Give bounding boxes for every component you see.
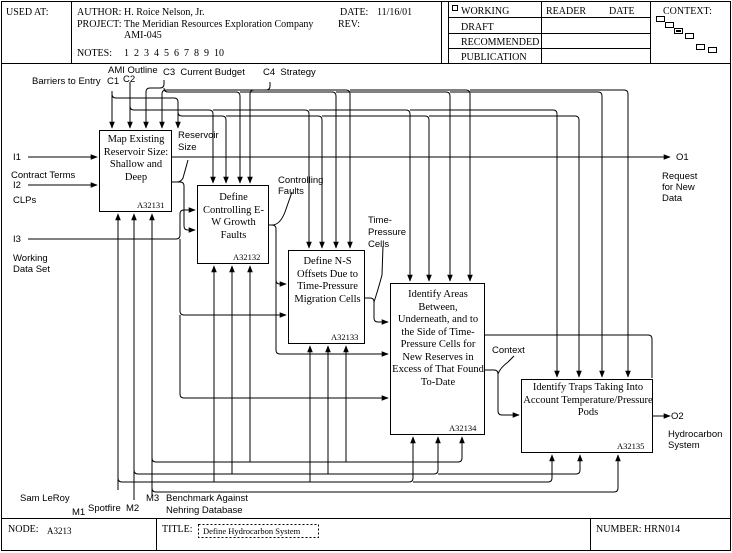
author-label: AUTHOR: — [77, 7, 122, 18]
status-draft: DRAFT — [461, 22, 494, 33]
project-label: PROJECT: — [77, 19, 122, 30]
box-a32133 — [288, 250, 365, 344]
status-working: WORKING — [461, 6, 510, 17]
c2-label: AMI Outline — [108, 65, 158, 76]
box-a32135-number: A32135 — [617, 441, 645, 451]
o1-label-line1: Request — [662, 171, 698, 182]
author-value: H. Roice Nelson, Jr. — [124, 7, 205, 18]
box-a32134 — [390, 283, 485, 435]
reservoir-size-line1: Reservoir — [178, 130, 219, 141]
diagram-title: Define Hydrocarbon System — [203, 526, 301, 536]
box-a32133-number: A32133 — [331, 332, 359, 342]
box-a32134-label: Identify Areas Between, Underneath, and … — [392, 289, 484, 388]
controlling-faults-line1: Controlling — [278, 175, 324, 186]
o2-label-line1: Hydrocarbon — [668, 429, 723, 440]
box-a32132-label: Define Controlling E-W Growth Faults — [203, 192, 264, 241]
box-a32132-number: A32132 — [233, 252, 261, 262]
date-value: 11/16/01 — [377, 7, 413, 18]
notes-label: NOTES: — [77, 48, 112, 59]
c1-label: Barriers to Entry — [32, 76, 101, 87]
o2-code: O2 — [671, 411, 684, 422]
time-pressure-cells-arrow — [365, 297, 389, 325]
c4-arrow — [159, 82, 271, 129]
reader-date-label: DATE — [609, 6, 635, 17]
box-a32131-label: Map Existing Reservoir Size: Shallow and… — [103, 134, 169, 183]
i3-label-line2: Data Set — [13, 264, 50, 275]
context-thumbnail — [656, 16, 717, 53]
box-a32135-label: Identify Traps Taking Into Account Tempe… — [523, 382, 653, 418]
time-pressure-line1: Time- — [368, 215, 392, 226]
node-label: NODE: — [8, 524, 39, 535]
c3-arrow — [143, 80, 165, 129]
o1-label-line3: Data — [662, 193, 683, 204]
context-arrow-label: Context — [492, 345, 525, 356]
controlling-faults-arrow — [269, 224, 287, 287]
time-pressure-line3: Cells — [368, 239, 390, 250]
rev-label: REV: — [338, 19, 361, 30]
c3-label: C3 Current Budget — [163, 67, 245, 78]
number-label: NUMBER: — [596, 524, 642, 535]
title-label: TITLE: — [162, 524, 193, 535]
status-publication: PUBLICATION — [461, 52, 527, 63]
m3-code: M3 — [146, 493, 160, 504]
notes-numbers: 1 2 3 4 5 6 7 8 9 10 — [124, 48, 224, 59]
i2-label: Contract Terms — [11, 170, 76, 181]
box-a32135 — [521, 379, 653, 453]
context-label: CONTEXT: — [663, 6, 712, 17]
reservoir-size-line2: Size — [178, 142, 197, 153]
i3-arrow — [28, 207, 196, 240]
c4-label: C4 Strategy — [263, 67, 316, 78]
time-pressure-line2: Pressure — [368, 227, 407, 238]
box-a32131-number: A32131 — [137, 200, 165, 210]
i2-code: I2 — [13, 180, 21, 191]
box-a32132 — [197, 185, 269, 264]
o1-label-line2: for New — [662, 182, 695, 193]
m3-label-line2: Nehring Database — [166, 505, 243, 516]
context-arrow — [485, 369, 520, 418]
reservoir-size-arrow — [172, 181, 196, 233]
i3-code: I3 — [13, 234, 21, 245]
node-value: A3213 — [47, 526, 72, 536]
used-at-label: USED AT: — [6, 7, 49, 18]
c1-branch — [111, 93, 179, 128]
project-value: The Meridian Resources Exploration Compa… — [124, 19, 314, 30]
clps-label: CLPs — [13, 195, 37, 206]
status-recommended: RECOMMENDED — [461, 37, 540, 48]
m1-label: Sam LeRoy — [20, 493, 70, 504]
m1-code: M1 — [72, 507, 86, 518]
box-a32134-number: A32134 — [449, 423, 477, 433]
m2-label: Spotfire M2 — [88, 503, 140, 514]
date-label: DATE: — [340, 7, 369, 18]
reader-label: READER — [546, 6, 586, 17]
project-value-line2: AMI-045 — [124, 30, 162, 41]
o1-code: O1 — [676, 152, 689, 163]
c2-code: C2 — [123, 74, 136, 85]
box-a32133-label: Define N-S Offsets Due to Time-Pressure … — [294, 256, 361, 305]
i1-code: I1 — [13, 152, 21, 163]
o2-label-line2: System — [668, 440, 700, 451]
controlling-faults-line2: Faults — [278, 186, 304, 197]
box-a32131 — [99, 130, 172, 212]
m3-label-line1: Benchmark Against — [166, 493, 248, 504]
i3-label-line1: Working — [13, 253, 48, 264]
c1-code: C1 — [107, 76, 120, 87]
number-value: HRN014 — [644, 524, 681, 535]
